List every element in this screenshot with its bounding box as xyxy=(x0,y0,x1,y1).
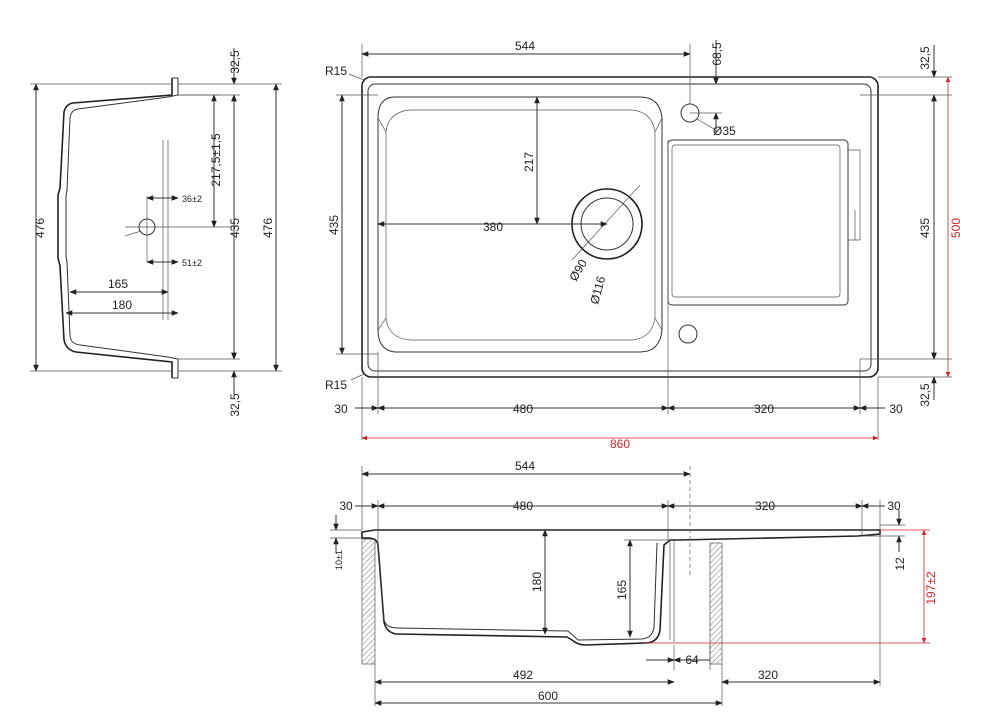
side-dim-476-left: 476 xyxy=(33,218,47,238)
section-dim-30-left: 30 xyxy=(339,499,353,513)
top-dim-500: 500 xyxy=(949,218,963,238)
section-dim-197: 197±2 xyxy=(924,571,938,605)
top-dim-68-5: 68,5 xyxy=(710,42,724,66)
side-dim-435: 435 xyxy=(228,218,242,238)
top-dim-32-5-right-bottom: 32,5 xyxy=(918,383,932,407)
top-r15-bottom: R15 xyxy=(325,378,347,392)
section-view: 544 30 480 320 30 10±1 180 165 12 xyxy=(330,459,938,706)
top-dim-30-right: 30 xyxy=(889,402,903,416)
section-dim-30-right: 30 xyxy=(887,499,901,513)
section-dim-544: 544 xyxy=(515,459,535,473)
section-dim-64: 64 xyxy=(685,653,699,667)
side-dim-32-5-bottom: 32,5 xyxy=(228,393,242,417)
section-dim-165: 165 xyxy=(615,580,629,600)
top-dim-480: 480 xyxy=(513,402,533,416)
top-dim-diam116: Ø116 xyxy=(587,274,608,305)
section-dim-180: 180 xyxy=(530,572,544,592)
top-view: 544 68,5 Ø35 R15 R15 32,5 435 32,5 500 xyxy=(325,39,963,451)
top-dim-217: 217 xyxy=(522,152,536,172)
top-dim-32-5-right-top: 32,5 xyxy=(918,46,932,70)
section-dim-320-top: 320 xyxy=(755,499,775,513)
section-dim-492: 492 xyxy=(513,668,533,682)
side-dim-36: 36±2 xyxy=(182,194,202,204)
side-dim-51: 51±2 xyxy=(182,258,202,268)
side-dim-476-right: 476 xyxy=(261,218,275,238)
top-dim-435-right: 435 xyxy=(918,218,932,238)
side-view: 476 476 435 32,5 32,5 217,5±1,5 36±2 51±… xyxy=(30,48,282,417)
top-dim-544: 544 xyxy=(515,39,535,53)
top-r15-top: R15 xyxy=(325,64,347,78)
top-dim-435-left: 435 xyxy=(327,215,341,235)
side-dim-180: 180 xyxy=(112,298,132,312)
side-dim-165: 165 xyxy=(108,277,128,291)
top-dim-30-left: 30 xyxy=(334,402,348,416)
top-dim-diam35: Ø35 xyxy=(713,124,736,138)
section-dim-480: 480 xyxy=(513,499,533,513)
top-dim-diam90: Ø90 xyxy=(566,257,590,284)
section-dim-12: 12 xyxy=(893,557,907,571)
section-dim-10: 10±1 xyxy=(334,550,344,570)
top-dim-860: 860 xyxy=(610,437,630,451)
top-dim-380: 380 xyxy=(483,220,503,234)
side-dim-32-5-top: 32,5 xyxy=(228,50,242,74)
section-dim-600: 600 xyxy=(538,689,558,703)
side-dim-217-5: 217,5±1,5 xyxy=(209,133,223,187)
top-dim-320: 320 xyxy=(754,402,774,416)
section-dim-320-bottom: 320 xyxy=(758,668,778,682)
